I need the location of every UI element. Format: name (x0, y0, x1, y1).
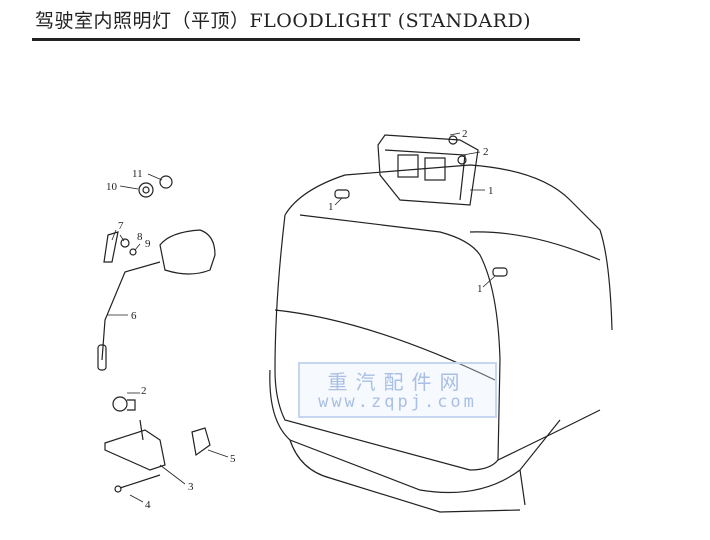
watermark-url: www.zqpj.com (318, 392, 477, 412)
callout-5: 5 (230, 453, 236, 465)
callout-1: 1 (488, 185, 494, 197)
callout-1: 1 (328, 201, 334, 213)
watermark-chinese: 重汽配件网 (327, 370, 468, 394)
callout-3: 3 (188, 481, 194, 493)
callout-8: 8 (137, 231, 143, 243)
title-underline (32, 38, 580, 41)
callout-10: 10 (106, 181, 118, 193)
callout-4: 4 (145, 499, 151, 511)
callout-11: 11 (132, 168, 143, 180)
callout-2: 2 (141, 385, 147, 397)
cab-outline (269, 164, 613, 513)
watermark: 重汽配件网 www.zqpj.com (298, 362, 497, 418)
callout-7: 7 (118, 220, 124, 232)
callout-labels: 1 2 2 1 1 11 10 7 8 9 6 2 5 3 4 (106, 128, 494, 511)
callout-6: 6 (131, 310, 137, 322)
callout-1: 1 (477, 283, 483, 295)
side-lamp-parts (97, 175, 216, 493)
leader-lines (107, 132, 496, 503)
callout-2: 2 (462, 128, 468, 140)
callout-2: 2 (483, 146, 489, 158)
page-title: 驾驶室内照明灯（平顶）FLOODLIGHT (STANDARD) (35, 10, 532, 32)
roof-lamp-assembly (334, 134, 508, 277)
callout-9: 9 (145, 238, 151, 250)
